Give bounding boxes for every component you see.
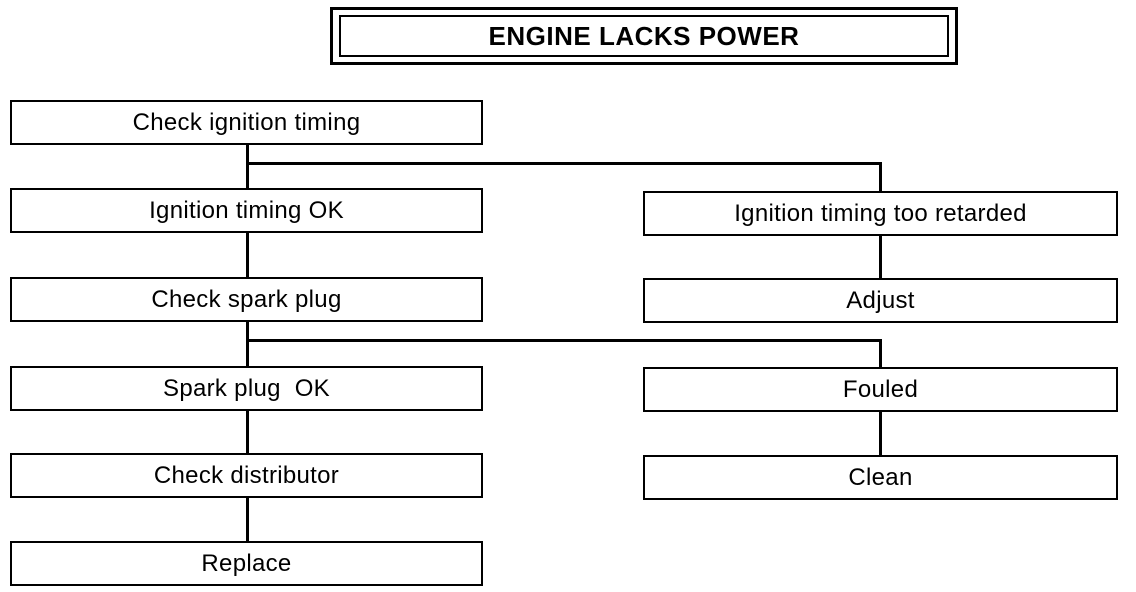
node-clean: Clean [643, 455, 1118, 500]
node-label: Clean [848, 463, 913, 491]
node-label: Fouled [842, 375, 919, 403]
node-label: Spark plug OK [163, 374, 330, 402]
title-box: ENGINE LACKS POWER [330, 7, 958, 65]
node-adjust: Adjust [643, 278, 1118, 323]
connector-branch-spark-horizontal [246, 339, 882, 342]
node-spark-plug-ok: Spark plug OK [10, 366, 483, 411]
node-check-ignition-timing: Check ignition timing [10, 100, 483, 145]
node-check-spark-plug: Check spark plug [10, 277, 483, 322]
node-fouled: Fouled [643, 367, 1118, 412]
connector-spark-ok-to-distributor [246, 411, 249, 454]
diagram-title: ENGINE LACKS POWER [488, 20, 800, 51]
node-replace: Replace [10, 541, 483, 586]
connector-too-retarded-to-adjust [879, 236, 882, 279]
node-label: Check spark plug [151, 285, 342, 313]
connector-check-ignition-to-ok [246, 145, 249, 189]
node-label: Replace [201, 549, 292, 577]
node-label: Ignition timing OK [149, 196, 344, 224]
node-label: Ignition timing too retarded [734, 199, 1027, 227]
node-label: Check ignition timing [132, 108, 361, 136]
node-label: Check distributor [153, 461, 340, 489]
connector-branch-ignition-horizontal [246, 162, 882, 165]
node-ignition-timing-too-retarded: Ignition timing too retarded [643, 191, 1118, 236]
connector-ok-to-check-spark-plug [246, 233, 249, 278]
connector-branch-to-fouled [879, 339, 882, 368]
node-ignition-timing-ok: Ignition timing OK [10, 188, 483, 233]
connector-fouled-to-clean [879, 412, 882, 456]
connector-branch-to-too-retarded [879, 162, 882, 192]
node-label: Adjust [846, 286, 915, 314]
connector-check-spark-to-spark-ok [246, 322, 249, 367]
connector-distributor-to-replace [246, 498, 249, 542]
node-check-distributor: Check distributor [10, 453, 483, 498]
title-inner-border: ENGINE LACKS POWER [339, 15, 949, 57]
